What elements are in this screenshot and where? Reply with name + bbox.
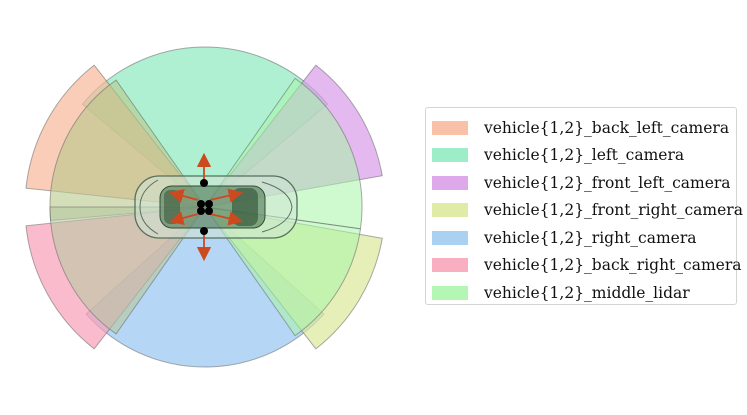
legend-item: vehicle{1,2}_front_left_camera bbox=[432, 169, 736, 197]
legend-label: vehicle{1,2}_front_left_camera bbox=[484, 173, 731, 192]
legend-label: vehicle{1,2}_left_camera bbox=[484, 146, 685, 165]
legend-label: vehicle{1,2}_back_right_camera bbox=[484, 256, 742, 275]
arrow-front-left bbox=[209, 188, 244, 203]
dot-left-camera bbox=[200, 179, 208, 187]
dot-center-4 bbox=[205, 207, 213, 215]
dot-center-2 bbox=[205, 200, 213, 208]
legend-swatch bbox=[432, 203, 468, 218]
sector-lidar-front-right bbox=[203, 206, 362, 337]
arrow-back-right bbox=[169, 211, 199, 226]
arrow-front-right bbox=[209, 211, 244, 226]
legend-item: vehicle{1,2}_back_right_camera bbox=[432, 252, 741, 280]
legend-item: vehicle{1,2}_middle_lidar bbox=[432, 279, 736, 307]
legend-swatch bbox=[432, 175, 468, 190]
legend-item: vehicle{1,2}_back_left_camera bbox=[432, 114, 736, 142]
legend: vehicle{1,2}_back_left_camera vehicle{1,2… bbox=[425, 107, 743, 307]
legend-swatch bbox=[432, 258, 468, 273]
coverage-sectors bbox=[25, 46, 383, 368]
legend-label: vehicle{1,2}_front_right_camera bbox=[484, 201, 743, 220]
legend-item: vehicle{1,2}_front_right_camera bbox=[432, 197, 743, 225]
legend-swatch bbox=[432, 148, 468, 163]
legend-item: vehicle{1,2}_right_camera bbox=[432, 224, 736, 252]
legend-swatch bbox=[432, 285, 468, 300]
legend-swatch bbox=[432, 120, 468, 135]
sector-lidar-back-right bbox=[49, 206, 206, 335]
sensor-dots bbox=[197, 179, 213, 235]
vehicle-top-view bbox=[134, 175, 298, 239]
dot-center-3 bbox=[197, 207, 205, 215]
arrow-back-left bbox=[169, 188, 199, 203]
car-hood-line bbox=[261, 181, 293, 233]
legend-label: vehicle{1,2}_middle_lidar bbox=[484, 283, 690, 302]
legend-label: vehicle{1,2}_right_camera bbox=[484, 228, 697, 247]
legend-item: vehicle{1,2}_left_camera bbox=[432, 142, 736, 170]
dot-right-camera bbox=[200, 227, 208, 235]
legend-label: vehicle{1,2}_back_left_camera bbox=[484, 118, 730, 137]
sector-right-camera bbox=[85, 206, 325, 368]
dot-center-1 bbox=[197, 200, 205, 208]
sensor-arrows bbox=[169, 152, 244, 262]
legend-swatch bbox=[432, 230, 468, 245]
sensor-coverage-diagram bbox=[25, 46, 383, 368]
car-trunk-line bbox=[139, 179, 159, 235]
